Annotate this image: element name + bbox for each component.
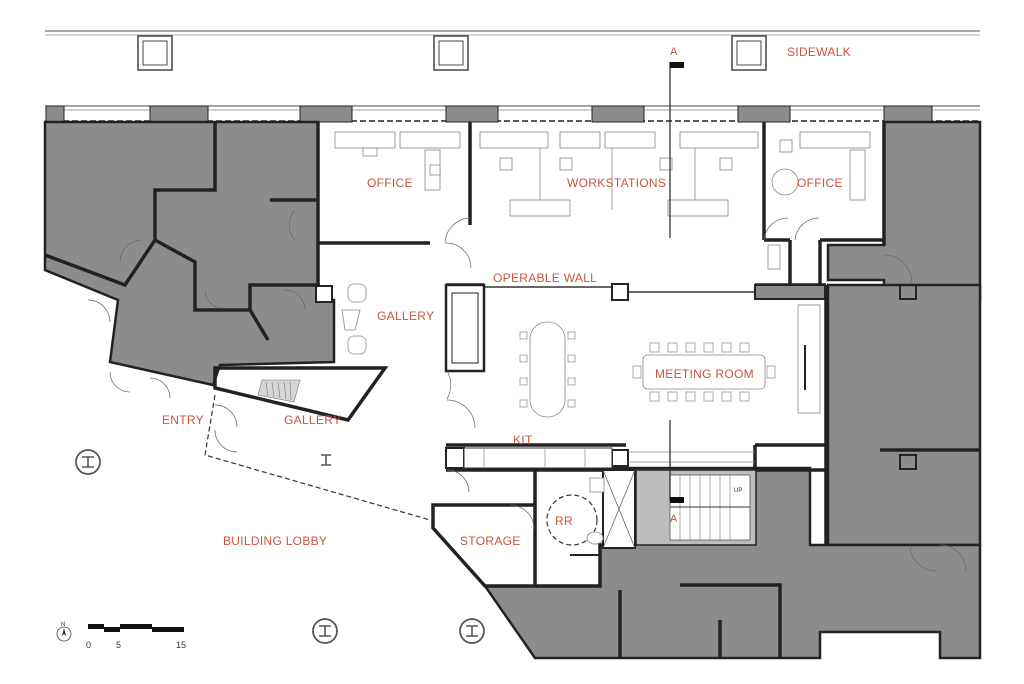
section-marker-bottom: A <box>670 513 678 525</box>
storefront <box>45 105 980 123</box>
scale-label-0: 0 <box>86 640 91 650</box>
north-arrow-icon: N <box>56 622 72 642</box>
column-symbol-small <box>321 454 331 466</box>
label-storage: STORAGE <box>460 534 521 548</box>
tree-pit <box>731 35 767 71</box>
label-building-lobby: BUILDING LOBBY <box>223 534 327 548</box>
label-office-right: OFFICE <box>797 176 843 190</box>
adjacent-tenant-east <box>826 283 982 547</box>
workstation-desks <box>479 131 759 217</box>
label-gallery-upper: GALLERY <box>377 309 434 323</box>
label-sidewalk: SIDEWALK <box>787 45 851 59</box>
scale-bar: 0 5 15 <box>86 624 186 650</box>
scale-label-5: 5 <box>116 640 121 650</box>
north-label: N <box>61 622 65 628</box>
kitchen-counter <box>463 447 755 469</box>
scale-label-15: 15 <box>176 640 186 650</box>
gallery-display <box>257 379 301 403</box>
label-entry: ENTRY <box>162 413 204 427</box>
stair: UP <box>635 469 757 546</box>
door-swings-main <box>214 217 820 493</box>
label-office-left: OFFICE <box>367 176 413 190</box>
storage-rr-walls <box>431 469 636 588</box>
office-furniture-right <box>767 131 871 270</box>
column-symbol <box>459 618 485 644</box>
label-rr: RR <box>555 514 573 528</box>
door-swings <box>87 209 967 572</box>
meeting-room-furniture <box>519 304 821 418</box>
adjacent-tenant-west <box>43 120 336 387</box>
column-symbol <box>312 618 338 644</box>
section-cut: A A <box>669 46 684 525</box>
label-operable-wall: OPERABLE WALL <box>493 271 597 285</box>
section-marker-top: A <box>670 46 678 58</box>
sidewalk-edge <box>45 30 980 36</box>
office-furniture-left <box>334 131 461 191</box>
lobby-boundary <box>204 394 431 521</box>
stair-up-label: UP <box>734 488 742 494</box>
operable-wall <box>444 283 826 373</box>
label-kit: KIT <box>513 433 533 447</box>
label-workstations: WORKSTATIONS <box>567 176 666 190</box>
adjacent-tenant-northeast <box>826 120 982 302</box>
gallery-wedge-wall <box>213 366 389 422</box>
tree-pit <box>433 35 469 71</box>
tenant-partitions <box>44 122 980 658</box>
label-meeting-room: MEETING ROOM <box>655 367 754 381</box>
tree-pit <box>137 35 173 71</box>
column-symbol <box>75 449 101 475</box>
label-gallery-lower: GALLERY <box>284 413 341 427</box>
gallery-seating <box>341 283 367 355</box>
